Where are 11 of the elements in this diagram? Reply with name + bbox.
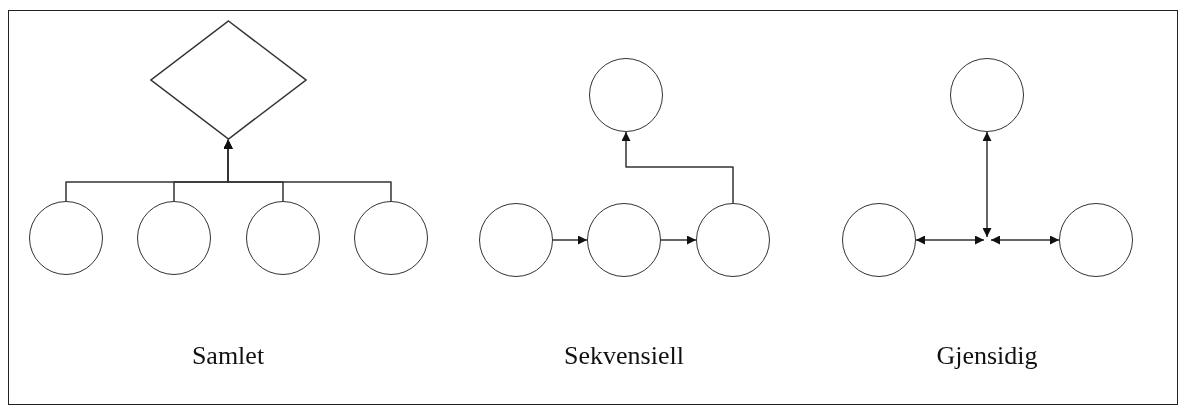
arrow [660,235,697,245]
arrow [915,235,985,245]
caption-text: Gjensidig [936,340,1038,372]
diamond-node [150,20,307,140]
arrow [552,235,588,245]
caption-text: Sekvensiell [564,340,684,372]
arrow [990,235,1060,245]
arrow [223,139,392,202]
arrow [621,131,734,204]
arrow [982,131,992,238]
caption-text: Samlet [191,340,265,372]
